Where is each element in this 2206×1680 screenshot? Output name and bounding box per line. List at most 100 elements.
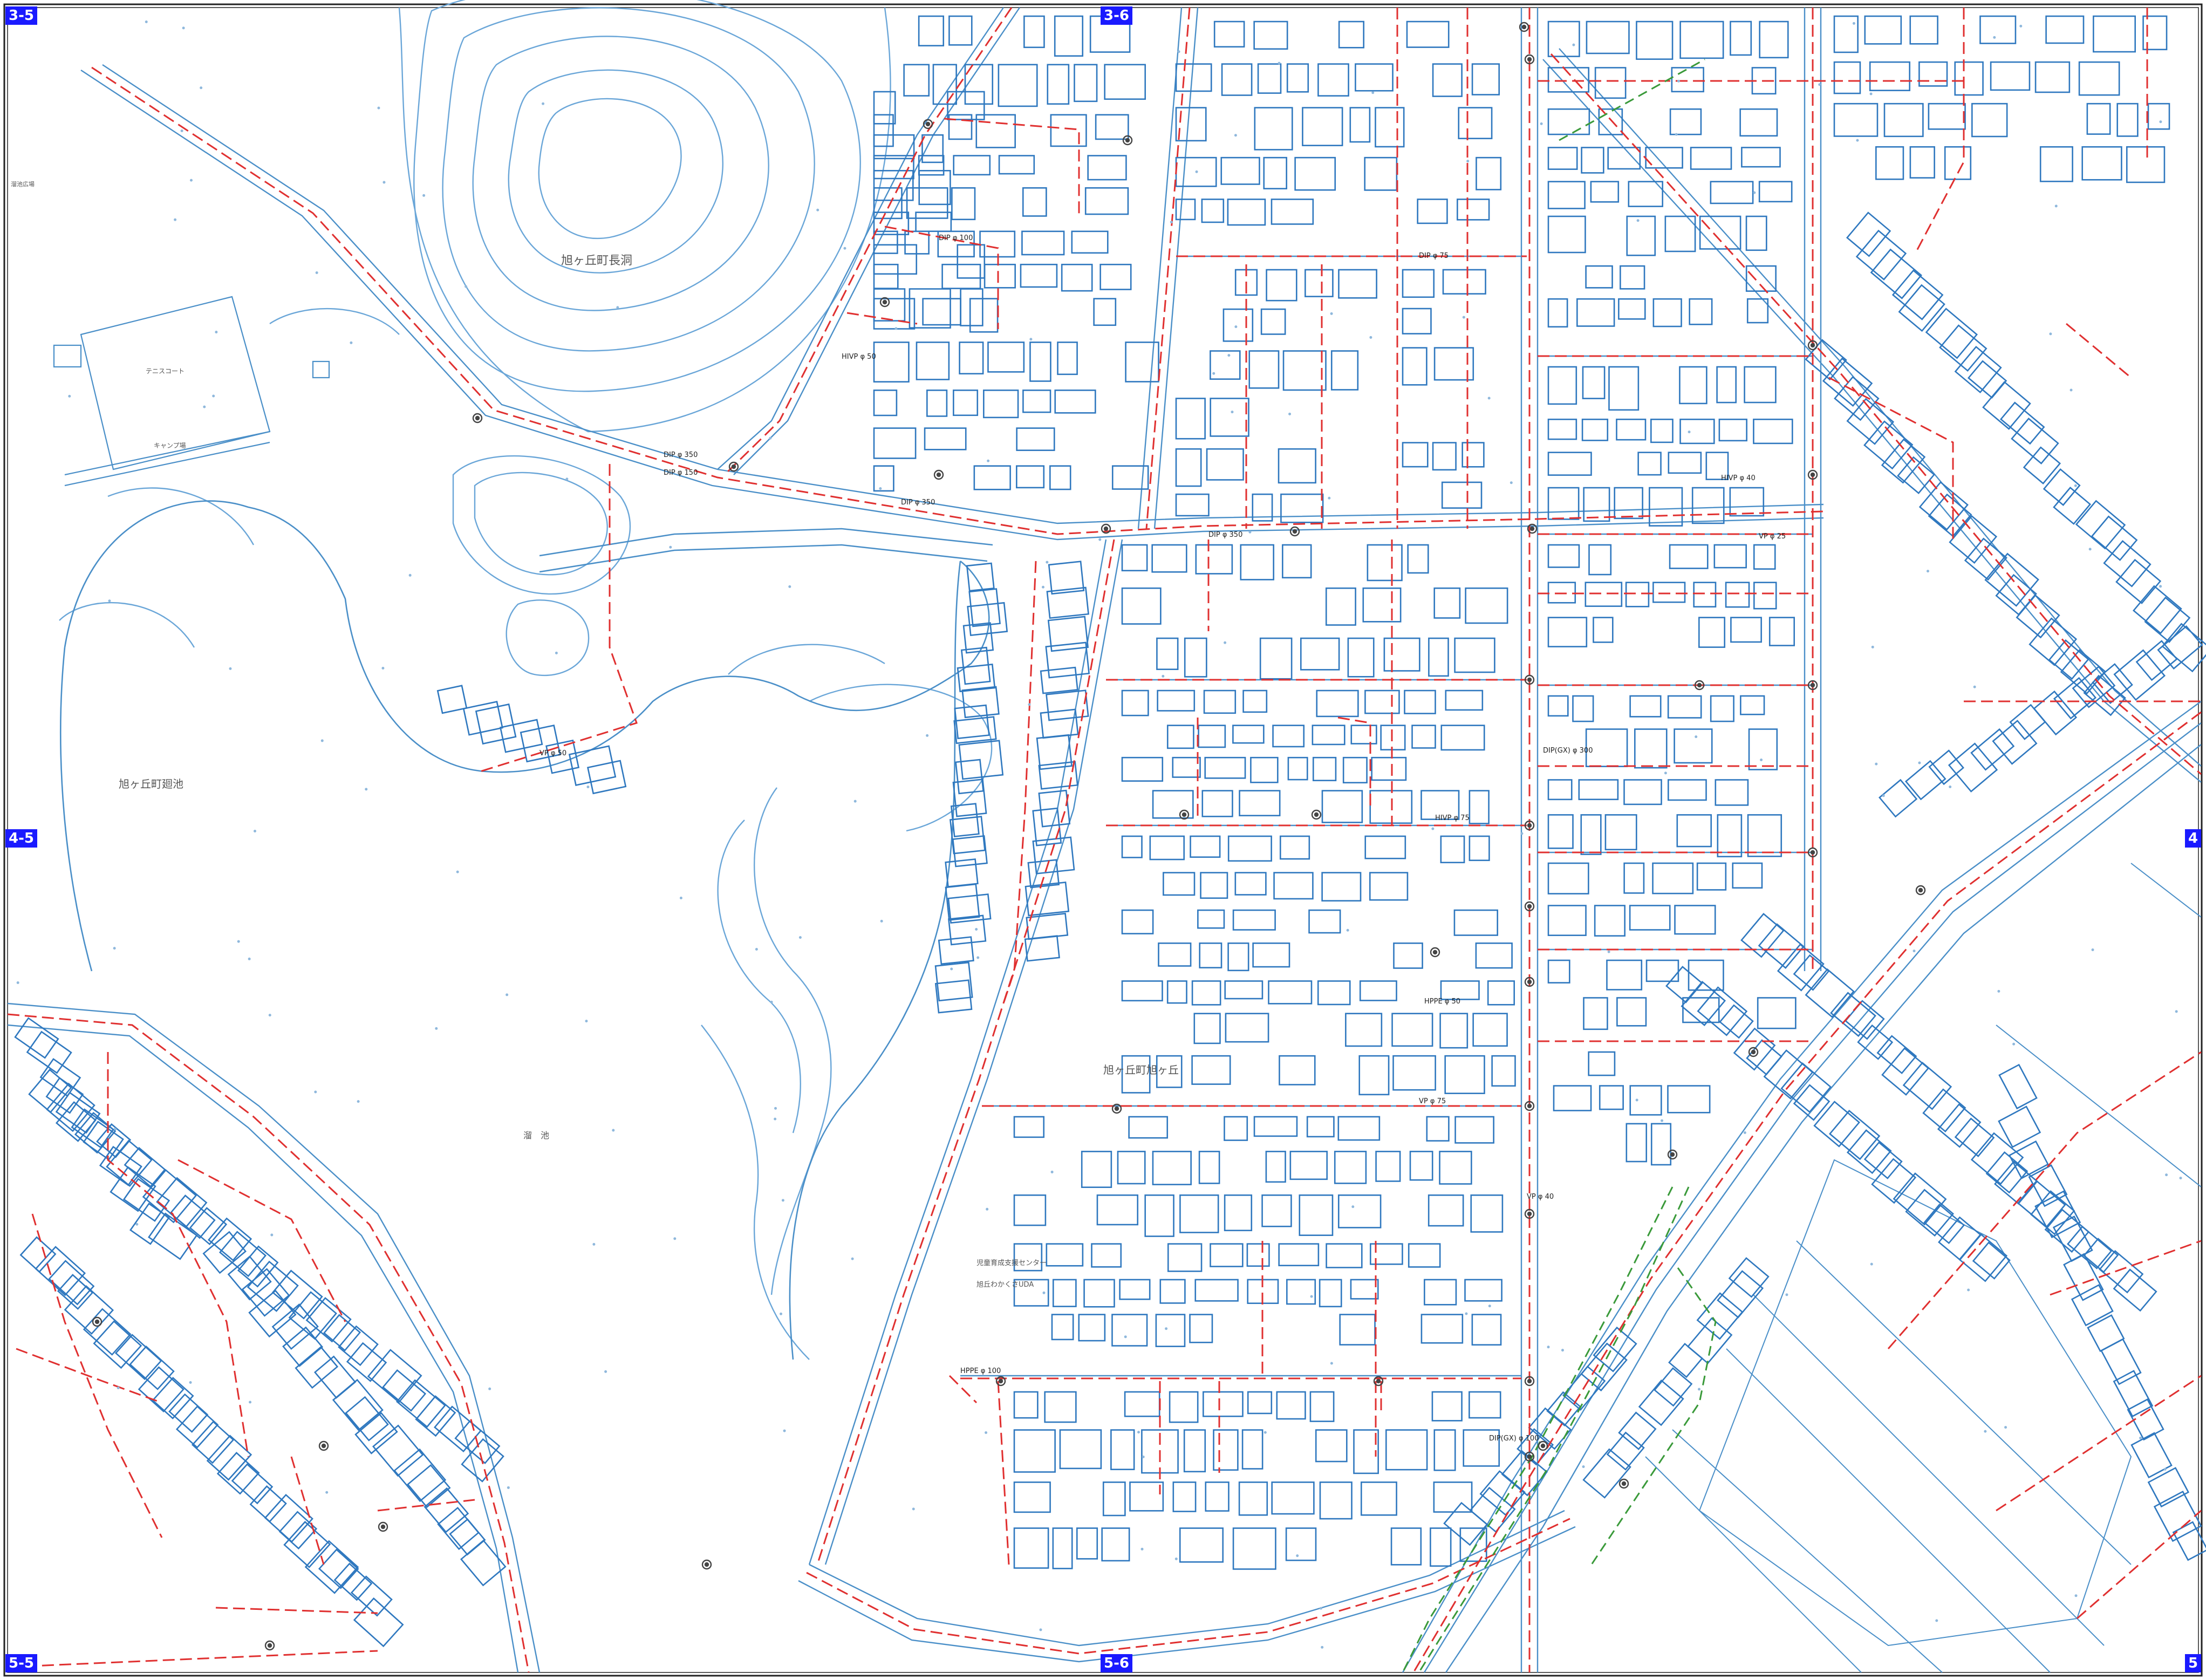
building [1240, 544, 1274, 581]
lot-dot [1288, 412, 1292, 415]
building [2081, 146, 2122, 181]
building [2157, 625, 2203, 670]
building [1748, 728, 1778, 770]
building [248, 1289, 297, 1338]
lot-dot [174, 218, 177, 221]
lot-dot [1935, 1619, 1938, 1622]
building [1638, 1379, 1684, 1426]
building [1998, 1105, 2041, 1148]
valve-marker-dot [1527, 677, 1532, 682]
building [1604, 814, 1637, 851]
building [1166, 725, 1194, 749]
building [1732, 862, 1763, 889]
building [1402, 269, 1435, 298]
building [2028, 1164, 2068, 1207]
building [1199, 942, 1222, 968]
lot-dot [1330, 312, 1333, 315]
building [1424, 1279, 1457, 1306]
valve-marker-dot [380, 1524, 386, 1529]
valve-marker [1618, 1478, 1629, 1489]
building-footprints [14, 15, 2206, 1648]
building [998, 64, 1038, 107]
building [1121, 756, 1164, 782]
building [1439, 1013, 1469, 1049]
building [873, 211, 910, 235]
lot-dot [542, 102, 545, 105]
building [1686, 1317, 1733, 1364]
building [1998, 1063, 2038, 1110]
lot-dot [2165, 1173, 2168, 1177]
building [948, 15, 973, 46]
building [1881, 438, 1926, 484]
building [124, 1146, 166, 1188]
building [1358, 1055, 1390, 1096]
building [1052, 1527, 1073, 1569]
building [1745, 215, 1767, 251]
pipe-label: HIVP φ 40 [1721, 474, 1756, 482]
sheet-tag-bottom-center: 5-6 [1101, 1654, 1132, 1672]
building [2132, 585, 2182, 634]
building [1040, 666, 1078, 694]
building [1252, 493, 1273, 522]
lot-dot [1852, 22, 1855, 25]
lot-dot [1743, 1131, 1746, 1134]
building [1205, 1481, 1230, 1512]
building [1580, 1342, 1628, 1392]
building [1547, 862, 1589, 894]
building [1339, 1314, 1376, 1346]
building [1308, 909, 1341, 934]
building [1175, 199, 1196, 221]
valve-marker [1179, 809, 1190, 820]
building [1629, 905, 1671, 931]
building [1665, 966, 1703, 1003]
building [2044, 1208, 2090, 1253]
building [1922, 1088, 1966, 1133]
building [1345, 1013, 1383, 1047]
building [1225, 1013, 1269, 1043]
valve-marker-dot [1621, 1481, 1627, 1486]
label-tennis-court: テニスコート [146, 367, 185, 375]
building [1246, 1243, 1270, 1267]
building [1052, 1279, 1077, 1307]
building [1350, 1279, 1379, 1300]
building [2034, 61, 2071, 93]
lot-dot [1993, 36, 1996, 39]
building [1614, 487, 1643, 520]
lot-dot [669, 545, 672, 549]
building [873, 390, 898, 416]
lot-dot [145, 20, 148, 23]
valve-marker [701, 1559, 712, 1570]
valve-marker-dot [267, 1643, 272, 1648]
building [1200, 872, 1228, 899]
lot-dot [325, 1491, 329, 1494]
building [1417, 199, 1448, 224]
building [106, 1139, 153, 1187]
building [2075, 500, 2126, 550]
lot-dot [2091, 948, 2094, 952]
building [1330, 350, 1359, 391]
building [1898, 284, 1945, 332]
building [2045, 15, 2085, 44]
building [1420, 1314, 1464, 1344]
building [1583, 997, 1608, 1030]
building [1846, 398, 1895, 445]
valve-marker-dot [1527, 1103, 1532, 1109]
building [1013, 1116, 1045, 1138]
lot-dot [1997, 989, 2000, 993]
building [1547, 814, 1574, 849]
building [1428, 637, 1449, 677]
lot-dot [2004, 1426, 2007, 1429]
building [1674, 728, 1713, 764]
building [1152, 1151, 1192, 1185]
building [2011, 418, 2059, 465]
building [1768, 617, 1795, 646]
building [1458, 107, 1493, 140]
building [28, 1068, 72, 1114]
building [1305, 269, 1334, 297]
building [1257, 63, 1282, 94]
lot-dot [1142, 1455, 1145, 1458]
building [1454, 637, 1495, 673]
valve-marker [1527, 523, 1538, 534]
building [1125, 342, 1159, 383]
building [1203, 1391, 1244, 1417]
